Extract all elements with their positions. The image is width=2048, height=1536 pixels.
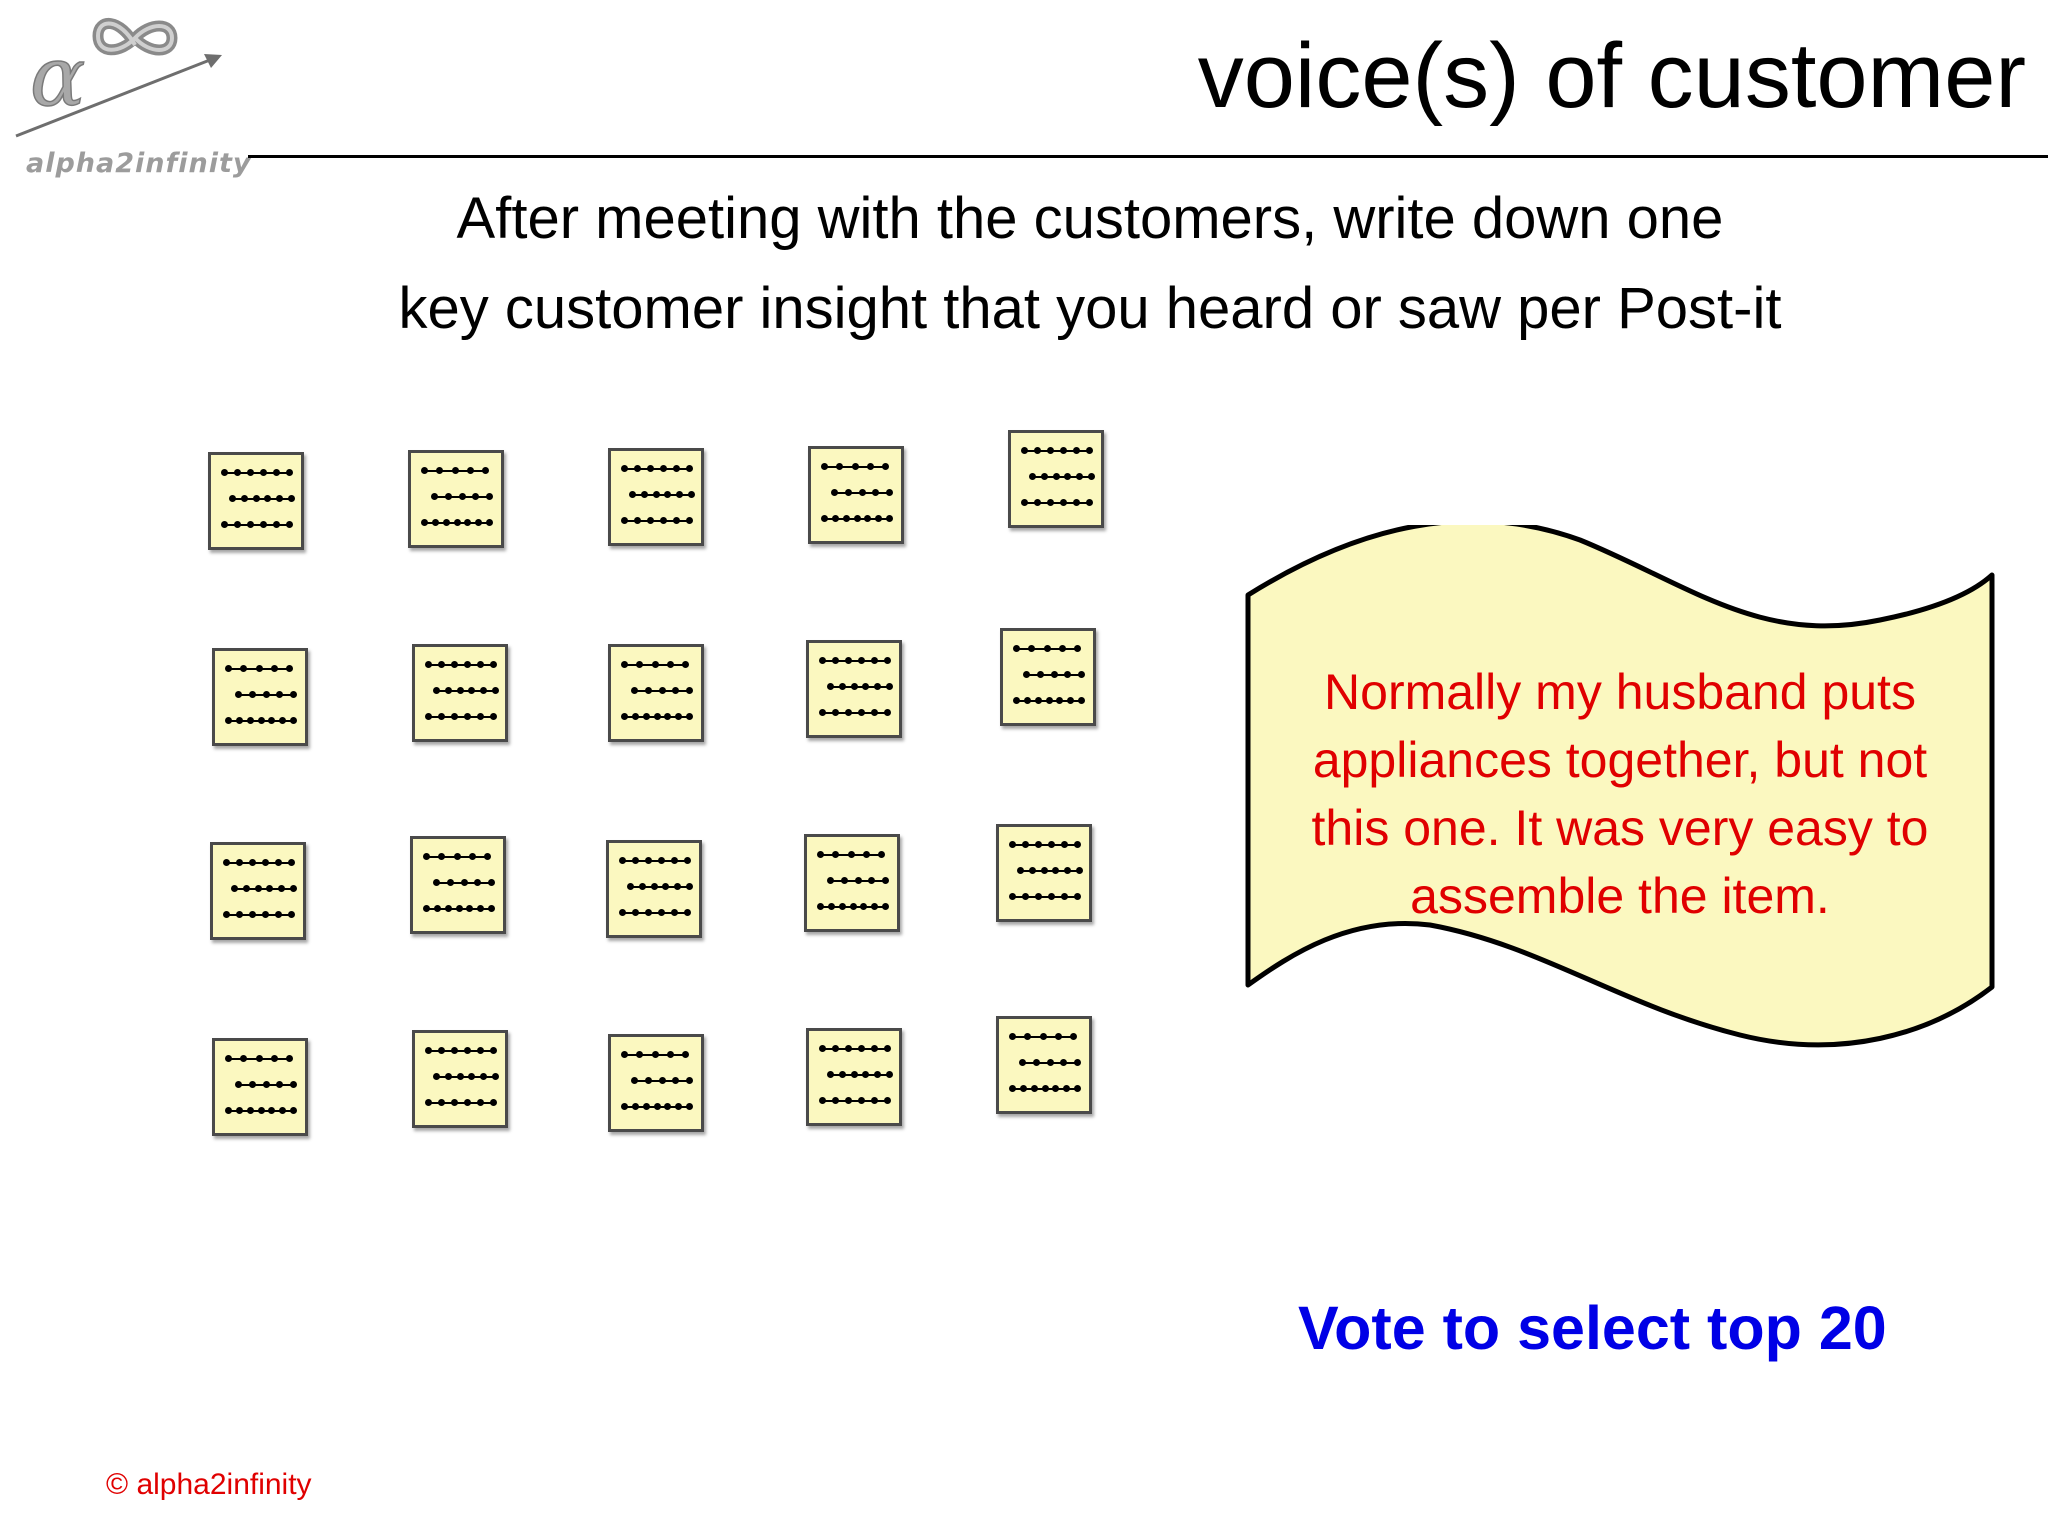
note-scribble-line <box>621 1103 693 1110</box>
sticky-note <box>806 1028 902 1126</box>
note-scribble-line <box>431 493 493 500</box>
sticky-note <box>412 644 508 742</box>
note-scribble-line <box>619 857 691 864</box>
note-scribble-line <box>235 1081 297 1088</box>
note-scribble-line <box>223 859 295 866</box>
note-scribble-line <box>221 521 293 528</box>
note-scribble-line <box>1013 697 1085 704</box>
sticky-note <box>208 452 304 550</box>
note-scribble-line <box>423 905 495 912</box>
note-scribble-line <box>421 467 489 474</box>
note-scribble-line <box>627 883 693 890</box>
sticky-note <box>804 834 900 932</box>
sticky-note <box>408 450 504 548</box>
note-scribble-line <box>433 687 499 694</box>
postit-grid <box>200 420 1140 1520</box>
sticky-note <box>806 640 902 738</box>
note-scribble-line <box>235 691 297 698</box>
quote-line: assemble the item. <box>1410 868 1830 924</box>
note-scribble-line <box>229 495 295 502</box>
sticky-note <box>1008 430 1104 528</box>
note-scribble-line <box>819 657 891 664</box>
note-scribble-line <box>827 683 893 690</box>
sticky-note <box>210 842 306 940</box>
note-scribble-line <box>225 1055 293 1062</box>
note-scribble-line <box>1009 841 1081 848</box>
sticky-note <box>996 1016 1092 1114</box>
note-scribble-line <box>433 879 495 886</box>
note-scribble-line <box>421 519 493 526</box>
quote-line: Normally my husband puts <box>1324 664 1916 720</box>
copyright-notice: © alpha2infinity <box>106 1468 312 1501</box>
sticky-note <box>410 836 506 934</box>
note-scribble-line <box>1009 893 1081 900</box>
note-scribble-line <box>631 687 693 694</box>
note-scribble-line <box>1013 645 1081 652</box>
note-scribble-line <box>629 491 695 498</box>
note-scribble-line <box>423 853 491 860</box>
note-scribble-line <box>817 903 889 910</box>
sticky-note <box>412 1030 508 1128</box>
note-scribble-line <box>831 489 893 496</box>
note-scribble-line <box>819 709 891 716</box>
vote-instruction: Vote to select top 20 <box>1298 1294 1887 1362</box>
sticky-note <box>996 824 1092 922</box>
note-scribble-line <box>621 517 693 524</box>
logo-wordmark: alpha2infinity <box>26 148 252 179</box>
instruction-line-2: key customer insight that you heard or s… <box>398 276 1782 341</box>
note-scribble-line <box>221 469 293 476</box>
note-scribble-line <box>621 661 689 668</box>
instruction-line-1: After meeting with the customers, write … <box>456 186 1724 251</box>
note-scribble-line <box>425 713 497 720</box>
note-scribble-line <box>1009 1033 1077 1040</box>
title-divider <box>248 155 2048 158</box>
note-scribble-line <box>819 1097 891 1104</box>
note-scribble-line <box>619 909 691 916</box>
note-scribble-line <box>827 1071 893 1078</box>
note-scribble-line <box>1021 499 1093 506</box>
note-scribble-line <box>425 661 497 668</box>
note-scribble-line <box>1021 447 1093 454</box>
note-scribble-line <box>621 713 693 720</box>
note-scribble-line <box>819 1045 891 1052</box>
note-scribble-line <box>621 465 693 472</box>
note-scribble-line <box>1009 1085 1081 1092</box>
page-title: voice(s) of customer <box>1197 25 2026 127</box>
note-scribble-line <box>225 717 297 724</box>
note-scribble-line <box>433 1073 499 1080</box>
alpha-infinity-logo-icon: α <box>15 18 222 138</box>
note-scribble-line <box>223 911 295 918</box>
note-scribble-line <box>231 885 297 892</box>
note-scribble-line <box>1023 671 1085 678</box>
note-scribble-line <box>631 1077 693 1084</box>
note-scribble-line <box>425 1047 497 1054</box>
note-scribble-line <box>425 1099 497 1106</box>
sticky-note <box>808 446 904 544</box>
note-scribble-line <box>1029 473 1095 480</box>
customer-quote: Normally my husband puts appliances toge… <box>1270 658 1970 930</box>
sticky-note <box>1000 628 1096 726</box>
svg-text:α: α <box>30 30 85 125</box>
company-logo: α alpha2infinity <box>10 10 251 180</box>
quote-line: this one. It was very easy to <box>1311 800 1929 856</box>
quote-banner <box>1245 525 1995 1048</box>
note-scribble-line <box>225 1107 297 1114</box>
note-scribble-line <box>817 851 885 858</box>
note-scribble-line <box>1017 867 1083 874</box>
sticky-note <box>608 644 704 742</box>
sticky-note <box>212 648 308 746</box>
note-scribble-line <box>821 463 889 470</box>
note-scribble-line <box>821 515 893 522</box>
sticky-note <box>212 1038 308 1136</box>
note-scribble-line <box>621 1051 689 1058</box>
sticky-note <box>608 448 704 546</box>
note-scribble-line <box>1019 1059 1081 1066</box>
note-scribble-line <box>827 877 889 884</box>
note-scribble-line <box>225 665 293 672</box>
quote-line: appliances together, but not <box>1312 732 1928 788</box>
sticky-note <box>606 840 702 938</box>
sticky-note <box>608 1034 704 1132</box>
